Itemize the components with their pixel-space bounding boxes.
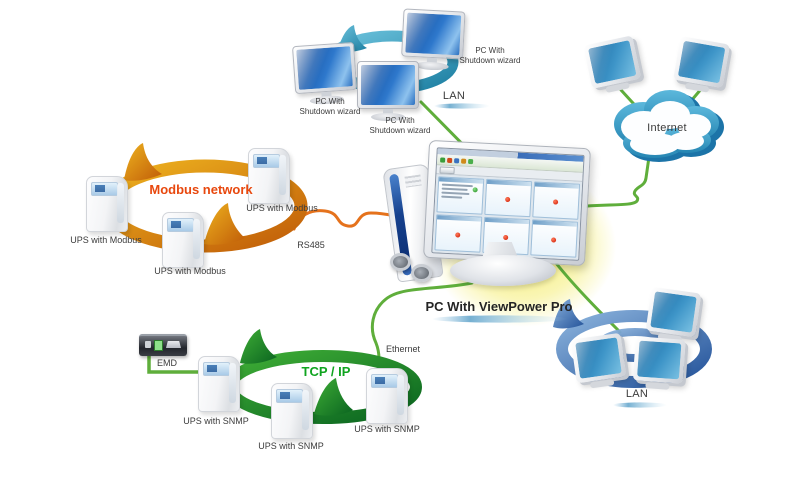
ups-modbus-label-3: UPS with Modbus <box>154 266 226 276</box>
lan-top-label: LAN <box>442 90 466 102</box>
status-panel <box>434 214 483 253</box>
internet-pc-left <box>583 35 643 95</box>
tcpip-title: TCP / IP <box>301 364 351 379</box>
lan-top-swoosh <box>434 103 490 109</box>
rs485-line <box>292 209 409 231</box>
monitor-screen <box>650 291 697 333</box>
pc-shutdown-label-3: PC With Shutdown wizard <box>369 116 431 135</box>
ups-modbus-label-1: UPS with Modbus <box>70 235 142 245</box>
monitor-screen <box>575 337 622 379</box>
alert-status-icon <box>455 232 461 238</box>
ups-modbus-2 <box>248 148 290 204</box>
ups-modbus-3 <box>162 212 204 268</box>
tower-vent <box>390 253 411 271</box>
ups-modbus-1 <box>86 176 128 232</box>
viewpower-swoosh <box>432 315 568 323</box>
alert-status-icon <box>505 196 511 202</box>
monitor-screen <box>587 40 637 85</box>
monitor-neck <box>383 109 393 114</box>
monitor-screen <box>637 340 682 380</box>
emd-connector <box>166 341 181 348</box>
ups-snmp-label-1: UPS with SNMP <box>183 416 249 426</box>
internet-cloud <box>614 90 724 162</box>
pc-monitor-shutdown-3 <box>357 61 419 121</box>
ethernet-line <box>370 281 474 361</box>
ups-snmp-1 <box>198 356 240 412</box>
lan-pc-top <box>645 286 702 344</box>
internet-to-pc-line <box>566 155 651 210</box>
ethernet-label: Ethernet <box>385 344 421 354</box>
emd-port <box>145 341 151 348</box>
emd-link-line <box>147 354 205 374</box>
emd-label: EMD <box>157 358 177 368</box>
tower-vent <box>411 264 432 282</box>
alert-status-icon <box>503 234 509 240</box>
monitor-base <box>414 61 449 71</box>
emd-led <box>154 340 163 351</box>
status-panel <box>530 219 579 258</box>
modbus-network-title: Modbus network <box>149 182 253 197</box>
monitor-screen <box>361 65 415 105</box>
status-panel <box>436 176 485 215</box>
ok-status-icon <box>472 187 478 193</box>
lan-bottom-link-line <box>550 256 622 334</box>
ups-snmp-label-3: UPS with SNMP <box>354 424 420 434</box>
emd-device <box>139 334 187 356</box>
status-panel <box>484 178 533 218</box>
monitor-stand-base <box>450 255 556 286</box>
status-panel <box>532 181 581 220</box>
lan-bottom-swoosh <box>613 402 667 408</box>
lan-pc-left <box>570 332 628 390</box>
viewpower-pc-label: PC With ViewPower Pro <box>425 299 573 314</box>
monitor-screen <box>677 40 726 84</box>
ups-modbus-label-2: UPS with Modbus <box>246 203 318 213</box>
rs485-label: RS485 <box>297 240 325 250</box>
internet-pc-right <box>672 36 731 95</box>
alert-status-icon <box>553 199 559 205</box>
ups-snmp-3 <box>366 368 408 424</box>
alert-status-icon <box>551 237 557 243</box>
pc-shutdown-label-2: PC With Shutdown wizard <box>459 46 521 65</box>
lan-bottom-label: LAN <box>625 388 649 400</box>
cloud-inner <box>621 101 711 155</box>
ups-snmp-2 <box>271 383 313 439</box>
pc-shutdown-label-1: PC With Shutdown wizard <box>299 97 361 116</box>
internet-label: Internet <box>647 122 687 134</box>
ups-snmp-label-2: UPS with SNMP <box>258 441 324 451</box>
lan-pc-right <box>632 336 686 390</box>
monitor-screen <box>296 46 353 90</box>
monitor-screen <box>405 12 462 56</box>
monitor-base <box>371 113 405 121</box>
